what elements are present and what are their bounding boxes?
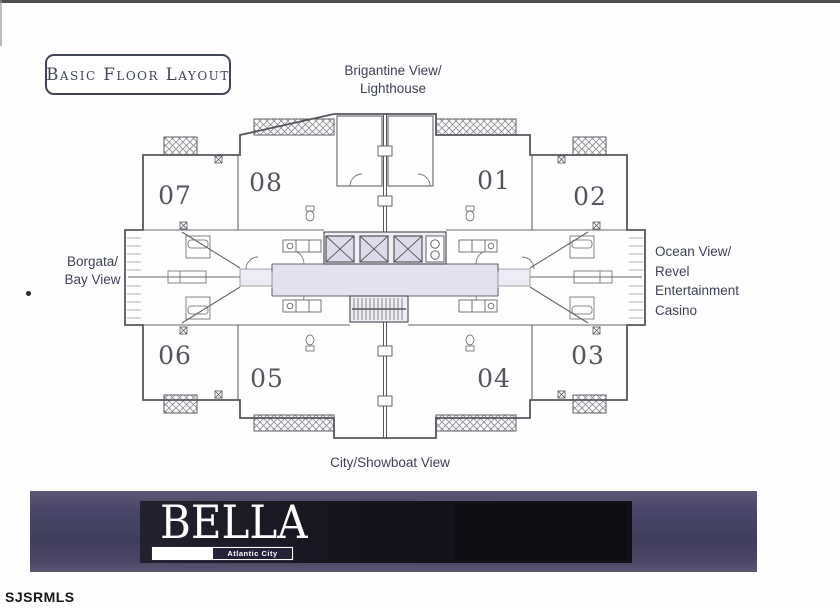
brand-logo: BELLA	[160, 495, 308, 549]
balcony-unit03	[572, 394, 607, 414]
brand-logo-bar: Atlantic City	[152, 547, 293, 560]
balcony-top-right	[435, 118, 517, 136]
bath-fixtures	[167, 205, 613, 352]
kitchen-counters	[282, 239, 498, 313]
elevator-bank	[323, 231, 447, 265]
chute-icon	[430, 239, 440, 249]
view-label-north-line2: Lighthouse	[359, 81, 427, 96]
scan-border-top	[0, 0, 840, 3]
mls-watermark: SJSRMLS	[5, 589, 75, 605]
page-title: Basic Floor Layout	[46, 65, 230, 84]
view-label-west: Borgata/ Bay View	[35, 253, 150, 289]
view-label-west-line1: Borgata/	[66, 254, 119, 269]
balcony-top-left	[253, 118, 335, 136]
unit-number-08: 08	[249, 168, 283, 197]
balcony-unit07	[163, 136, 198, 156]
scan-border-left	[0, 0, 2, 46]
balconies	[163, 118, 607, 432]
scan-artifact-dot	[26, 291, 31, 296]
balcony-unit06	[163, 394, 198, 414]
brand-tagline-badge: Atlantic City	[213, 548, 292, 559]
balcony-unit02	[572, 136, 607, 156]
unit-number-03: 03	[571, 341, 605, 370]
column-markers	[179, 155, 601, 399]
unit-numbers: 07 08 01 02 06 05 04 03	[158, 166, 607, 393]
view-label-north-line1: Brigantine View/	[344, 63, 442, 78]
building-outline	[124, 113, 646, 439]
view-label-east-line2: Revel	[655, 263, 690, 279]
floor-plan-drawing: 07 08 01 02 06 05 04 03	[124, 113, 646, 439]
stairwell	[349, 295, 409, 323]
brand-tagline: Atlantic City	[227, 549, 278, 558]
view-label-east-line1: Ocean View/	[655, 244, 732, 259]
view-label-south: City/Showboat View	[290, 454, 490, 472]
chute-icon	[430, 250, 440, 260]
interior-walls	[128, 115, 642, 400]
view-label-west-line2: Bay View	[64, 272, 121, 287]
view-label-east-line3: Entertainment	[655, 283, 740, 298]
unit-number-05: 05	[250, 364, 284, 393]
view-label-east-line4: Casino	[655, 302, 698, 318]
view-label-east: Ocean View/ Revel Entertainment Casino	[655, 242, 795, 320]
view-label-south-line1: City/Showboat View	[330, 455, 450, 470]
view-label-north: Brigantine View/ Lighthouse	[293, 62, 493, 98]
window-ticks	[127, 237, 643, 319]
unit-number-06: 06	[158, 341, 192, 370]
central-spine	[377, 114, 393, 438]
corridor	[239, 263, 531, 297]
unit-number-02: 02	[573, 182, 607, 211]
unit-number-01: 01	[477, 166, 511, 195]
unit-number-04: 04	[477, 364, 511, 393]
unit-number-07: 07	[158, 181, 192, 210]
title-box: Basic Floor Layout	[45, 54, 231, 95]
elevator-x-icon	[325, 235, 423, 263]
banner-photo-block	[455, 504, 627, 560]
brand-banner	[30, 491, 757, 572]
